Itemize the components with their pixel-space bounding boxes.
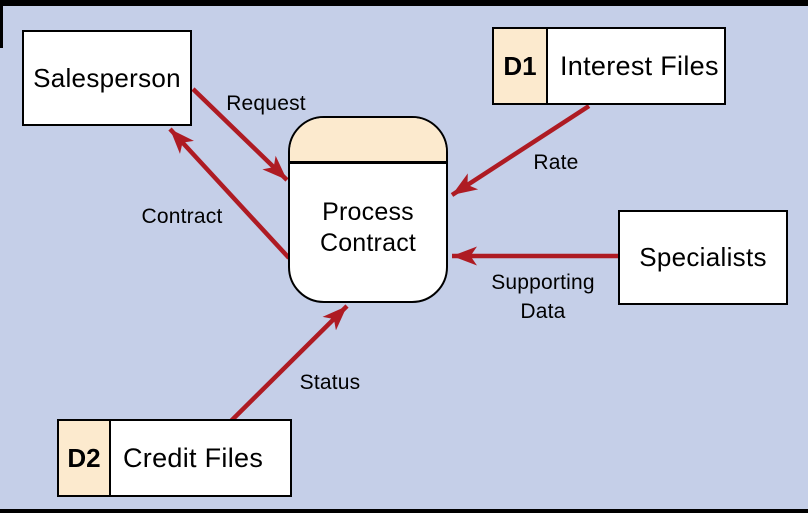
bottom-border-rule	[0, 509, 808, 513]
entity-salesperson-label: Salesperson	[33, 62, 181, 93]
left-border-rule	[0, 0, 3, 48]
process-contract-node: Process Contract	[288, 116, 448, 303]
flow-label-supporting-data: Supporting Data	[491, 271, 595, 323]
top-border-rule	[0, 0, 808, 6]
entity-specialists-label: Specialists	[639, 242, 767, 272]
datastore-d2: D2 Credit Files	[57, 419, 292, 497]
flow-arrow-rate	[450, 104, 591, 197]
datastore-d1-id: D1	[494, 29, 548, 103]
datastore-d1: D1 Interest Files	[492, 27, 726, 105]
process-label-line2: Contract	[319, 229, 417, 257]
process-label-line1: Process	[322, 198, 414, 226]
flow-label-status: Status	[299, 371, 361, 394]
datastore-d2-label: Credit Files	[123, 442, 264, 473]
flow-label-contract: Contract	[141, 205, 223, 228]
flow-arrow-request	[191, 87, 289, 182]
entity-salesperson: Salesperson	[22, 30, 192, 126]
flow-arrow-contract	[168, 127, 291, 260]
datastore-d2-id: D2	[59, 421, 111, 495]
datastore-d1-label: Interest Files	[560, 50, 719, 81]
flow-label-request: Request	[226, 92, 306, 115]
entity-specialists: Specialists	[618, 210, 788, 305]
process-header-band	[290, 118, 446, 164]
flow-arrow-status	[229, 304, 349, 423]
flow-label-rate: Rate	[533, 151, 579, 174]
process-contract-label: Process Contract	[290, 197, 446, 259]
